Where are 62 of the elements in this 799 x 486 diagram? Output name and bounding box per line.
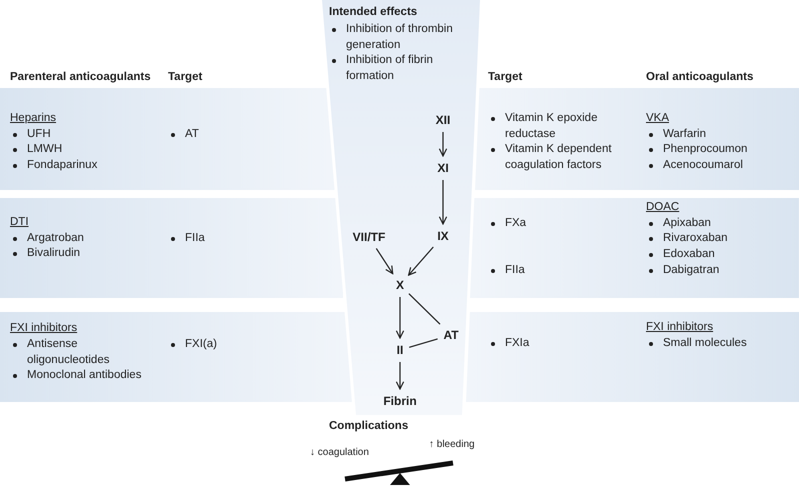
drug-name: Antisense oligonucleotides bbox=[10, 337, 120, 368]
connector-line bbox=[408, 293, 440, 325]
shaded-band bbox=[0, 312, 352, 402]
arrow bbox=[408, 246, 434, 276]
column-heading: Parenteral anticoagulants bbox=[10, 70, 151, 85]
target-name: FXI(a) bbox=[168, 337, 217, 352]
column-heading: Target bbox=[168, 70, 202, 85]
group-heading: FXI inhibitors bbox=[646, 320, 714, 335]
drug-name: Edoxaban bbox=[646, 247, 715, 262]
arrow bbox=[438, 180, 448, 225]
drug-name: Phenprocoumon bbox=[646, 142, 748, 158]
factor-label: VII/TF bbox=[350, 229, 388, 245]
factor-label: IX bbox=[435, 228, 451, 244]
target-name: Vitamin K dependent coagulation factors bbox=[488, 142, 630, 173]
drug-name: LMWH bbox=[10, 142, 62, 158]
shaded-band bbox=[0, 88, 335, 190]
effects-heading: Intended effects bbox=[329, 5, 418, 20]
factor-label: XII bbox=[434, 112, 452, 128]
factor-label: Fibrin bbox=[381, 393, 419, 409]
factor-label: X bbox=[394, 277, 406, 293]
target-name: AT bbox=[168, 127, 199, 142]
shaded-band bbox=[470, 198, 799, 298]
effect-item: Inhibition of fibrin formation bbox=[329, 53, 474, 84]
connector-line bbox=[409, 338, 438, 348]
group-heading: Heparins bbox=[10, 111, 56, 126]
group-heading: VKA bbox=[646, 111, 669, 126]
arrow bbox=[396, 362, 404, 390]
shaded-band bbox=[474, 88, 799, 190]
target-name: FXIa bbox=[488, 336, 530, 352]
group-heading: DTI bbox=[10, 215, 29, 230]
target-name: Vitamin K epoxide reductase bbox=[488, 111, 630, 142]
shaded-band bbox=[466, 312, 799, 402]
drug-name: Small molecules bbox=[646, 336, 747, 352]
arrow bbox=[396, 297, 404, 339]
seesaw-label: ↑ bleeding bbox=[429, 439, 475, 451]
shaded-band bbox=[0, 198, 344, 298]
drug-name: Monoclonal antibodies bbox=[10, 368, 142, 384]
target-name: FIIa bbox=[488, 263, 525, 278]
funnel-band bbox=[322, 0, 480, 415]
drug-name: Apixaban bbox=[646, 216, 711, 232]
group-heading: FXI inhibitors bbox=[10, 321, 78, 336]
factor-label: XI bbox=[435, 160, 451, 176]
drug-name: UFH bbox=[10, 127, 51, 142]
seesaw-label: ↓ coagulation bbox=[310, 447, 369, 459]
drug-name: Rivaroxaban bbox=[646, 231, 728, 246]
factor-label: II bbox=[394, 342, 406, 358]
effect-item: Inhibition of thrombin generation bbox=[329, 22, 474, 53]
factor-label: AT bbox=[441, 327, 461, 343]
section-heading: Complications bbox=[329, 419, 408, 434]
drug-name: Argatroban bbox=[10, 231, 84, 246]
target-name: FXa bbox=[488, 216, 526, 232]
column-heading: Oral anticoagulants bbox=[646, 70, 754, 85]
drug-name: Acenocoumarol bbox=[646, 158, 743, 174]
drug-name: Dabigatran bbox=[646, 263, 720, 278]
column-heading: Target bbox=[488, 70, 522, 85]
drug-name: Bivalirudin bbox=[10, 246, 80, 262]
group-heading: DOAC bbox=[646, 200, 680, 215]
drug-name: Fondaparinux bbox=[10, 158, 98, 174]
arrow bbox=[376, 248, 394, 274]
target-name: FIIa bbox=[168, 231, 205, 246]
drug-name: Warfarin bbox=[646, 127, 706, 142]
arrow bbox=[438, 132, 448, 157]
